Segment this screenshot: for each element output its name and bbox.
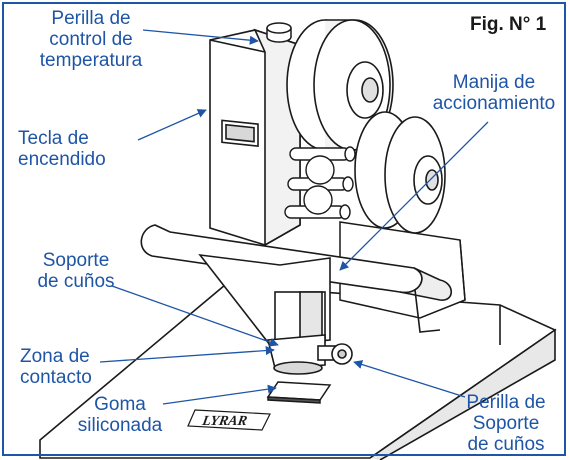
base-logo-text: LYRAR bbox=[200, 413, 248, 429]
silicone-pad bbox=[266, 381, 332, 404]
label-holder-knob: Perilla de Soporte de cuños bbox=[466, 392, 546, 455]
lower-spool bbox=[354, 111, 446, 234]
pointer-lines bbox=[99, 29, 489, 405]
label-handle: Manija de accionamiento bbox=[432, 72, 556, 114]
figure-title: Fig. N° 1 bbox=[470, 14, 547, 35]
holder-knob bbox=[317, 343, 353, 365]
label-die-holder: Soporte de cuños bbox=[37, 250, 115, 292]
label-temp-knob: Perilla de control de temperatura bbox=[39, 8, 143, 71]
label-power-key: Tecla de encendido bbox=[18, 128, 106, 170]
handle-bar bbox=[140, 224, 453, 333]
top-knob bbox=[266, 22, 292, 43]
label-silicone-pad: Goma siliconada bbox=[77, 394, 163, 436]
base-logo: LYRAR bbox=[187, 409, 271, 431]
label-contact-zone: Zona de contacto bbox=[20, 346, 92, 388]
guide-rollers bbox=[284, 146, 356, 220]
die-holder-arm bbox=[198, 253, 331, 375]
